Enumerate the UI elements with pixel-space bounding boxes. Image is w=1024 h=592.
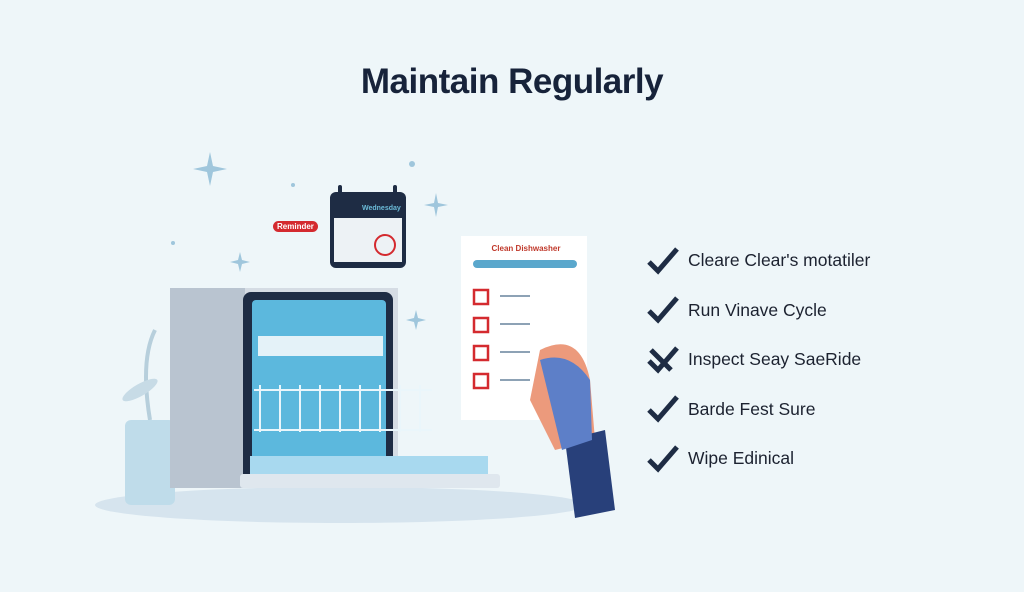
list-item: Inspect Seay SaeRide <box>646 335 870 385</box>
list-item: Wipe Edinical <box>646 434 870 484</box>
list-item-label: Inspect Seay SaeRide <box>688 349 862 370</box>
list-item-label: Run Vinave Cycle <box>688 299 827 320</box>
floor-shadow <box>95 487 585 523</box>
plant-vase <box>122 329 175 505</box>
list-item-label: Cleare Clear's motatiler <box>688 250 871 271</box>
page-title: Maintain Regularly <box>360 62 664 101</box>
calendar-header: Wednesday <box>362 205 401 212</box>
check-icon <box>647 296 679 324</box>
list-item-label: Wipe Edinical <box>688 448 795 469</box>
hand-holding-document <box>530 344 615 518</box>
check-icon <box>647 247 679 275</box>
dishwasher <box>170 288 500 488</box>
document-title: Clean Dishwasher <box>491 244 561 253</box>
list-item: Cleare Clear's motatiler <box>646 236 870 286</box>
check-icon <box>647 445 679 473</box>
sparkle-icons <box>171 152 448 330</box>
list-item: Run Vinave Cycle <box>646 286 870 336</box>
check-icon <box>647 395 679 423</box>
calendar-icon <box>330 185 406 268</box>
checklist: Cleare Clear's motatiler Run Vinave Cycl… <box>646 236 870 484</box>
list-item-label: Barde Fest Sure <box>688 398 816 419</box>
list-item: Barde Fest Sure <box>646 385 870 435</box>
reminder-badge: Reminder <box>273 221 318 232</box>
x-check-icon <box>647 346 679 374</box>
